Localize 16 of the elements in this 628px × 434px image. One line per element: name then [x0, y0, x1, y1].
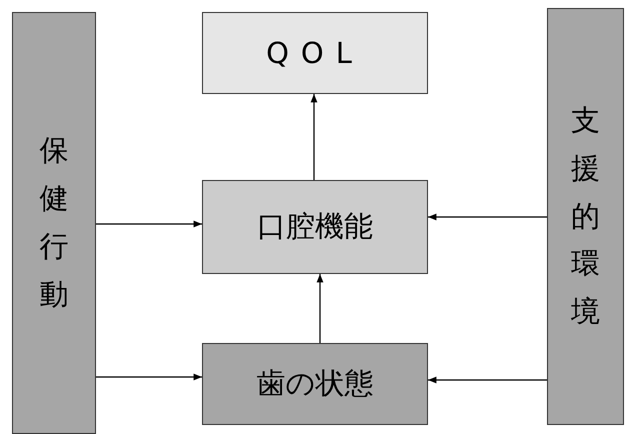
arrow	[316, 274, 324, 343]
process-box	[202, 343, 428, 425]
arrow	[428, 376, 547, 384]
arrow	[96, 374, 202, 380]
box-label: QOL	[266, 36, 364, 70]
process-box	[202, 12, 428, 94]
side-bar	[12, 12, 96, 434]
box-label: 歯の状態	[256, 365, 374, 402]
side-bar	[547, 8, 624, 425]
vertical-label: 保健行動	[40, 132, 68, 313]
process-box	[202, 180, 428, 274]
arrow	[96, 220, 202, 228]
arrow	[310, 94, 318, 180]
box-label: 口腔機能	[257, 208, 373, 245]
vertical-label: 支援的環境	[571, 102, 600, 330]
arrow	[428, 214, 547, 220]
